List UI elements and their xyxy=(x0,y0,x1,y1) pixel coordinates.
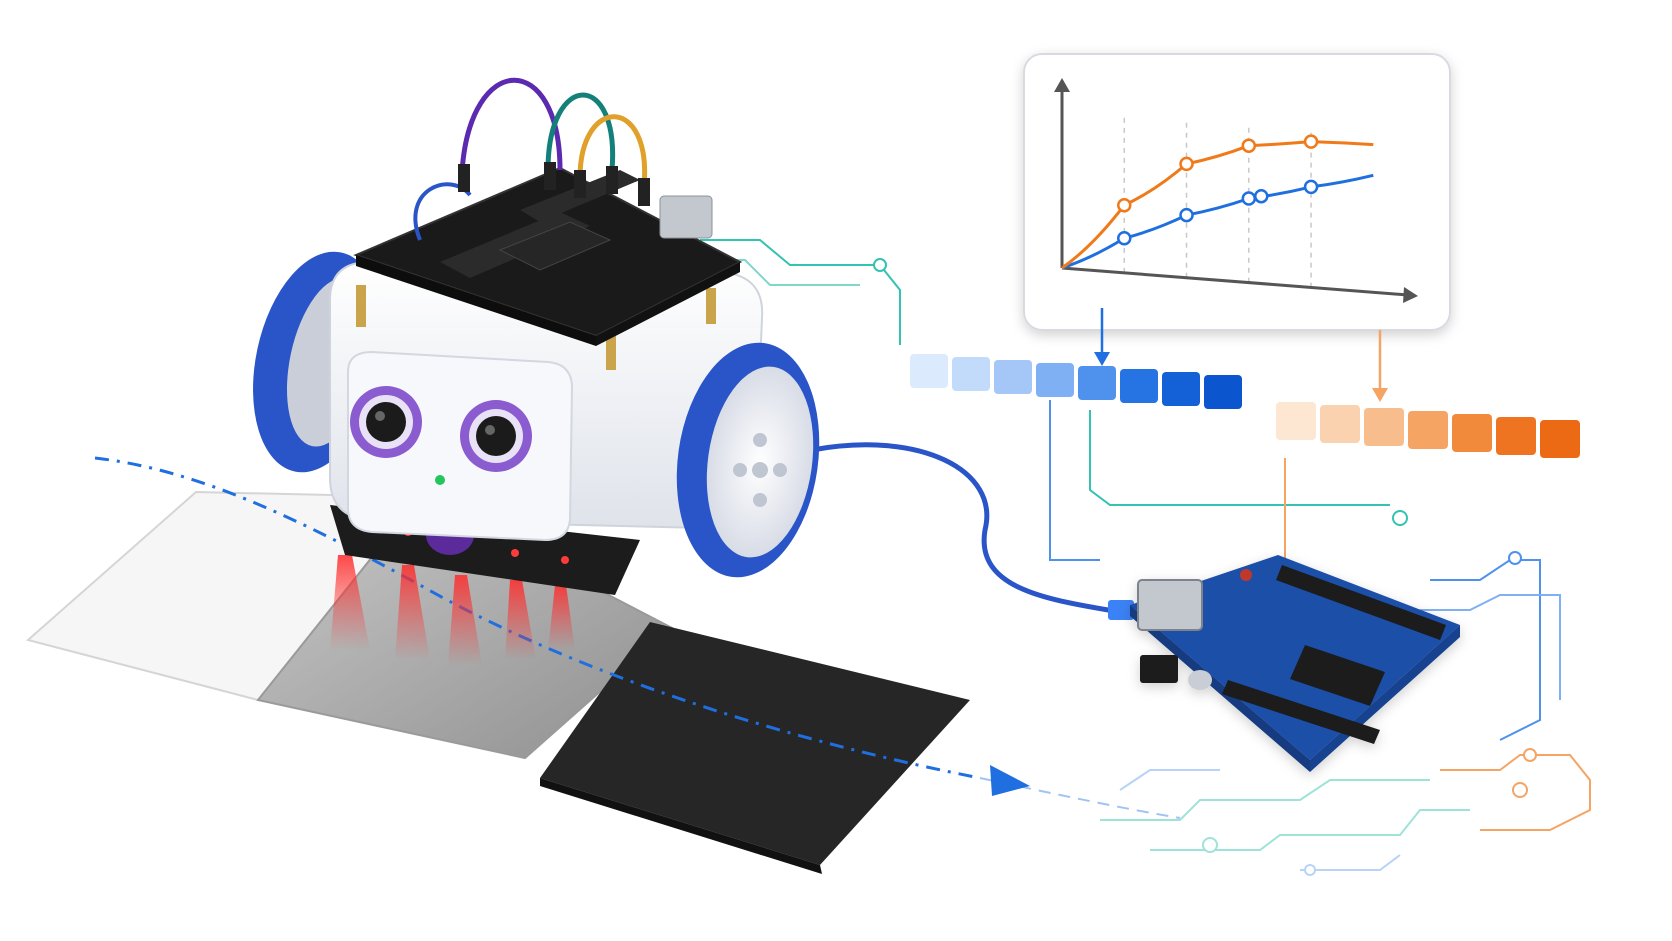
trace-teal-1 xyxy=(700,239,901,345)
trace-blue-strip-down xyxy=(1049,400,1100,561)
blue-data-strip xyxy=(910,354,1242,409)
usb-port xyxy=(659,195,713,239)
capacitor xyxy=(1188,670,1212,690)
strip-blue-cell-4 xyxy=(1036,363,1074,397)
series-1-point-4 xyxy=(1253,188,1269,204)
power-header xyxy=(1222,680,1380,744)
series-2-point-2 xyxy=(1179,156,1194,172)
strip-blue-cell-5 xyxy=(1078,366,1116,400)
line-follower-robot xyxy=(253,77,820,595)
strip-blue-cell-3 xyxy=(994,360,1032,394)
strip-blue-cell-6 xyxy=(1120,369,1158,403)
strip-blue-cell-8 xyxy=(1204,375,1242,409)
series-2-point-4 xyxy=(1303,134,1319,149)
strip-orange-cell-2 xyxy=(1320,405,1360,443)
strip-orange-cell-6 xyxy=(1496,417,1536,455)
trace-teal-strip xyxy=(1089,410,1390,506)
orange-data-strip xyxy=(1276,402,1580,458)
line-chart xyxy=(1054,78,1418,303)
series-2-point-1 xyxy=(1117,197,1132,213)
board-usb-port xyxy=(1137,579,1203,631)
y-axis-arrow xyxy=(1054,78,1070,92)
trace-bottom-3 xyxy=(1119,769,1220,791)
strip-blue-cell-7 xyxy=(1162,372,1200,406)
dashed-route xyxy=(94,456,981,780)
status-led xyxy=(435,475,445,485)
strip-orange-cell-1 xyxy=(1276,402,1316,440)
route-arrow-icon xyxy=(990,765,1030,796)
series-1-point-5 xyxy=(1303,179,1319,195)
trace-right-1 xyxy=(1430,559,1541,741)
motion-path xyxy=(94,456,1181,819)
jumper-wire-orange xyxy=(577,114,648,187)
digital-header xyxy=(1276,565,1446,640)
series-1-point-2 xyxy=(1179,207,1194,223)
strip-orange-cell-7 xyxy=(1540,420,1580,458)
power-jack xyxy=(1140,655,1178,683)
left-eye-icon xyxy=(350,386,422,458)
strip-blue-cell-2 xyxy=(952,357,990,391)
black-tile xyxy=(540,622,970,865)
right-eye-icon xyxy=(460,400,532,472)
series-1-point-1 xyxy=(1117,230,1132,246)
atmega-chip xyxy=(1290,645,1385,706)
trace-right-orange xyxy=(1440,754,1591,831)
usb-plug xyxy=(1108,600,1134,620)
circuit-traces xyxy=(700,239,1591,876)
blue-down-arrow xyxy=(1094,352,1110,366)
trace-bottom-4 xyxy=(1300,854,1401,871)
x-axis xyxy=(1061,266,1409,297)
jumper-wire-purple xyxy=(459,77,563,173)
series-2-point-3 xyxy=(1241,138,1257,153)
orange-down-arrow xyxy=(1372,388,1388,402)
jumper-wire-teal xyxy=(545,92,616,171)
right-wheel xyxy=(676,342,820,578)
trace-right-2 xyxy=(1420,594,1561,700)
series-1-point-3 xyxy=(1241,191,1257,206)
usb-cable xyxy=(809,442,1123,615)
trace-bottom-1 xyxy=(1100,779,1430,821)
arduino-uno-board xyxy=(1130,555,1460,772)
chart-series xyxy=(1061,134,1374,270)
board-chip xyxy=(498,221,612,271)
strip-blue-cell-1 xyxy=(910,354,948,388)
ir-sensor-beams xyxy=(330,555,575,665)
x-axis-arrow xyxy=(1403,287,1418,303)
trace-bottom-2 xyxy=(1150,809,1470,851)
strip-orange-cell-4 xyxy=(1408,411,1448,449)
chart-panel xyxy=(1023,53,1451,331)
strip-orange-cell-3 xyxy=(1364,408,1404,446)
chart-to-strip-arrows xyxy=(1094,308,1388,402)
strip-orange-cell-5 xyxy=(1452,414,1492,452)
